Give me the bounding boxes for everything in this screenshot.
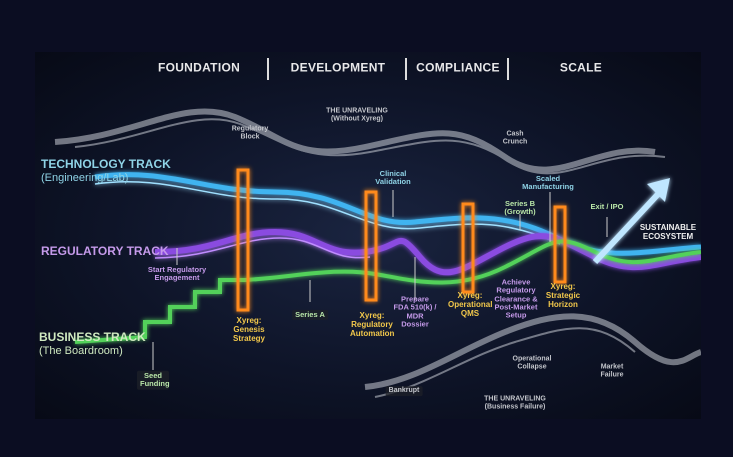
unraveling-bottom-label: THE UNRAVELING(Business Failure) — [484, 395, 546, 410]
phase-scale: SCALE — [559, 60, 603, 75]
milestone-exit-ipo: Exit / IPO — [590, 201, 624, 211]
regulatory-track-title: REGULATORY TRACK — [41, 244, 169, 258]
unraveling-bottom-title: THE UNRAVELING — [484, 395, 546, 403]
phase-foundation: FOUNDATION — [157, 60, 241, 75]
milestone-prepare-fda: Prepare FDA 510(k) / MDR Dossier — [393, 294, 437, 329]
label-regulatory-block: Regulatory Block — [231, 125, 269, 140]
label-bankrupt: Bankrupt — [385, 386, 423, 396]
milestone-achieve-clearance: Achieve Regulatory Clearance & Post-Mark… — [494, 277, 538, 320]
gate-horizon — [553, 205, 567, 284]
xyreg-operational-qms: Xyreg: Operational QMS — [448, 290, 493, 318]
technology-track-subtitle: (Engineering/Lab) — [41, 171, 129, 184]
technology-track-label: TECHNOLOGY TRACK(Engineering/Lab) — [41, 157, 171, 184]
milestone-series-a: Series A — [292, 309, 328, 321]
business-track-subtitle: (The Boardroom) — [39, 344, 123, 357]
unraveling-top-ribbon — [54, 108, 666, 175]
xyreg-regulatory-automation: Xyreg: Regulatory Automation — [350, 310, 395, 338]
outcome-sustainable-ecosystem: SUSTAINABLE ECOSYSTEM — [639, 223, 697, 241]
unraveling-top-title: THE UNRAVELING — [326, 107, 388, 115]
milestone-seed-funding: Seed Funding — [137, 370, 170, 390]
unraveling-bottom-subtitle: (Business Failure) — [484, 403, 546, 410]
regulatory-ribbon — [154, 228, 701, 276]
roadmap-infographic: FOUNDATION DEVELOPMENT COMPLIANCE SCALE … — [35, 52, 701, 419]
gate-genesis — [236, 168, 250, 312]
phase-development: DEVELOPMENT — [290, 60, 386, 75]
gate-automation — [364, 190, 378, 302]
business-track-label: BUSINESS TRACK(The Boardroom) — [39, 330, 146, 357]
milestone-clinical-validation: Clinical Validation — [375, 168, 411, 186]
milestone-scaled-manufacturing: Scaled Manufacturing — [522, 173, 574, 191]
unraveling-top-label: THE UNRAVELING(Without Xyreg) — [326, 107, 388, 122]
label-cash-crunch: Cash Crunch — [502, 130, 528, 145]
ribbons-artwork — [54, 58, 701, 398]
phase-dividers — [267, 58, 509, 80]
label-operational-collapse: Operational Collapse — [512, 355, 552, 370]
regulatory-track-label: REGULATORY TRACK — [41, 244, 169, 259]
phase-compliance: COMPLIANCE — [416, 60, 500, 75]
xyreg-strategic-horizon: Xyreg: Strategic Horizon — [545, 281, 581, 309]
unraveling-bottom-ribbon — [364, 313, 701, 398]
label-market-failure: Market Failure — [600, 363, 624, 378]
unraveling-top-subtitle: (Without Xyreg) — [330, 115, 384, 122]
business-track-title: BUSINESS TRACK — [39, 330, 146, 344]
technology-track-title: TECHNOLOGY TRACK — [41, 157, 171, 171]
business-ribbon — [74, 239, 701, 344]
xyreg-gates — [236, 168, 567, 312]
growth-arrow-icon — [592, 178, 670, 265]
milestone-start-regulatory: Start Regulatory Engagement — [147, 264, 207, 282]
callout-lines — [152, 190, 608, 370]
gate-qms — [461, 202, 475, 294]
milestone-series-b: Series B (Growth) — [504, 198, 536, 216]
xyreg-genesis-strategy: Xyreg: Genesis Strategy — [232, 315, 265, 343]
